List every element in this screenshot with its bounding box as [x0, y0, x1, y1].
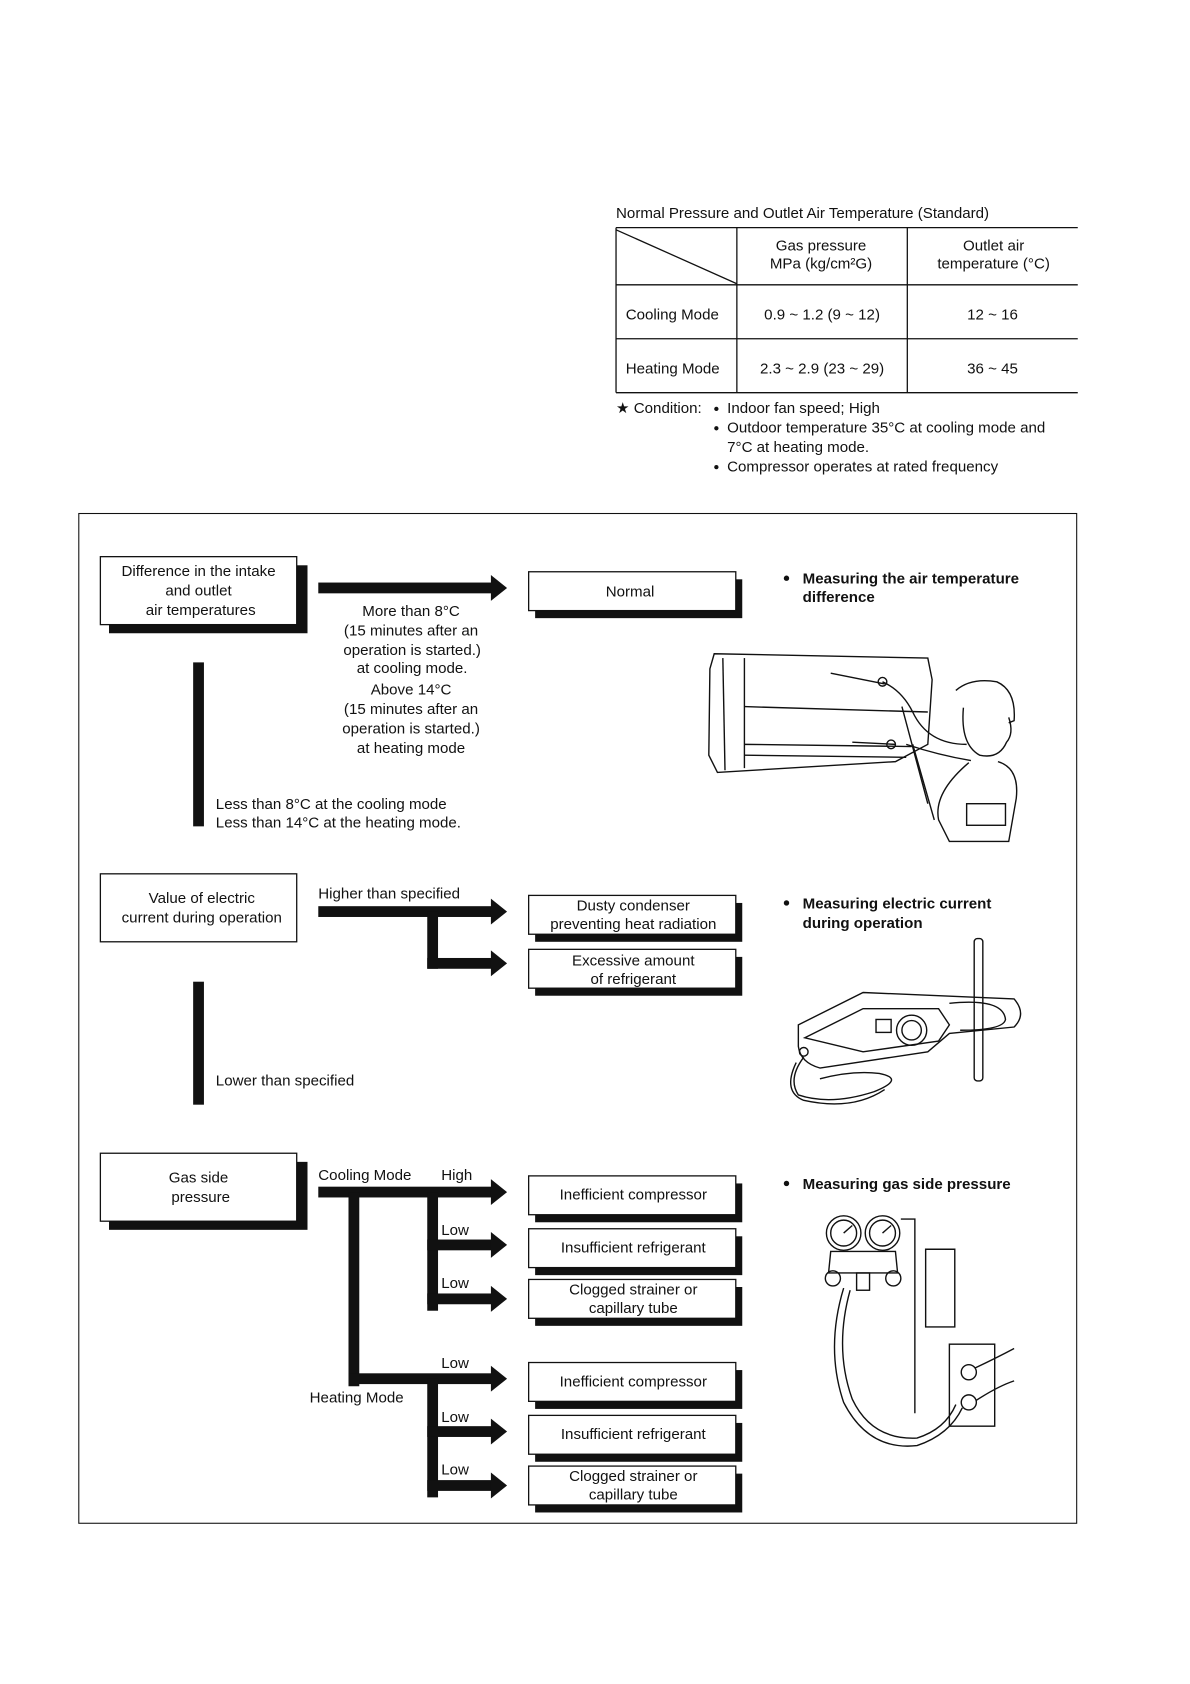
svg-text:of refrigerant: of refrigerant	[591, 971, 677, 988]
result-normal: Normal	[606, 584, 655, 601]
svg-text:capillary tube: capillary tube	[589, 1487, 678, 1504]
condition-notes: ★ Condition: Indoor fan speed; High Outd…	[616, 400, 1045, 475]
svg-text:Above 14°C: Above 14°C	[371, 682, 452, 699]
label-higher-than-specified: Higher than specified	[318, 886, 460, 903]
svg-text:Dusty condenser: Dusty condenser	[577, 898, 690, 915]
svg-text:at heating mode: at heating mode	[357, 740, 465, 757]
down-line-1	[193, 662, 204, 827]
svg-text:Gas side: Gas side	[169, 1169, 229, 1186]
svg-text:at cooling mode.: at cooling mode.	[357, 660, 468, 677]
svg-text:operation is started.): operation is started.)	[342, 721, 480, 738]
svg-text:Less than 8°C at the cooling m: Less than 8°C at the cooling mode	[216, 796, 447, 813]
svg-text:(15 minutes after an: (15 minutes after an	[344, 701, 478, 718]
note-air-temperature: Measuring the air temperature	[803, 571, 1019, 588]
row-heating-mode: Heating Mode	[626, 360, 720, 377]
svg-text:difference: difference	[803, 589, 875, 606]
condition-item-3: Compressor operates at rated frequency	[727, 458, 998, 475]
arrow-excessive-refrigerant	[490, 950, 508, 977]
flow-gas-side-pressure: Gas side pressure Cooling Mode Heating M…	[99, 1152, 1015, 1513]
condition-item-1: Indoor fan speed; High	[727, 400, 880, 417]
svg-text:More than 8°C: More than 8°C	[362, 603, 460, 620]
svg-text:Less than 14°C at the heating: Less than 14°C at the heating mode.	[216, 814, 461, 831]
cell-heating-temp: 36 ~ 45	[967, 360, 1018, 377]
flow-electric-current: Value of electric current during operati…	[99, 873, 1022, 1105]
box-inefficient-compressor-cooling	[528, 1175, 737, 1216]
svg-text:air temperatures: air temperatures	[146, 602, 256, 619]
clamp-meter-illustration	[789, 937, 1022, 1105]
svg-text:during operation: during operation	[803, 915, 923, 932]
svg-text:Clogged strainer or: Clogged strainer or	[569, 1282, 697, 1299]
bullet-1	[714, 406, 719, 412]
label-lower-than-specified: Lower than specified	[216, 1072, 354, 1089]
table-caption: Normal Pressure and Outlet Air Temperatu…	[616, 205, 989, 222]
svg-text:Low: Low	[441, 1222, 469, 1239]
svg-text:Clogged strainer or: Clogged strainer or	[569, 1468, 697, 1485]
box-inefficient-compressor-heating	[528, 1361, 737, 1403]
condition-item-2: Outdoor temperature 35°C at cooling mode…	[727, 420, 1045, 437]
cell-heating-pressure: 2.3 ~ 2.9 (23 ~ 29)	[760, 360, 884, 377]
box-normal	[528, 571, 737, 612]
col-header-temp-line1: Outlet air	[963, 237, 1024, 254]
col-header-pressure-line1: Gas pressure	[776, 237, 867, 254]
box-clogged-strainer-cooling	[528, 1278, 737, 1319]
svg-text:Insufficient refrigerant: Insufficient refrigerant	[561, 1426, 707, 1443]
box-dusty-condenser	[528, 894, 737, 935]
cell-cooling-temp: 12 ~ 16	[967, 306, 1018, 323]
svg-text:Excessive amount: Excessive amount	[572, 953, 695, 970]
arrow-dusty-condenser	[490, 898, 508, 925]
diagonal-header-line	[615, 229, 738, 285]
pressure-temperature-table: Normal Pressure and Outlet Air Temperatu…	[615, 205, 1078, 394]
label-high: High	[441, 1167, 472, 1184]
svg-text:Low: Low	[441, 1462, 469, 1479]
condition-item-2b: 7°C at heating mode.	[727, 439, 869, 456]
svg-text:Low: Low	[441, 1409, 469, 1426]
svg-text:Inefficient compressor: Inefficient compressor	[560, 1187, 707, 1204]
cell-cooling-pressure: 0.9 ~ 1.2 (9 ~ 12)	[764, 306, 880, 323]
box-electric-current	[99, 873, 298, 943]
svg-text:Difference in the intake: Difference in the intake	[121, 563, 275, 580]
svg-text:capillary tube: capillary tube	[589, 1300, 678, 1317]
label-cooling-mode: Cooling Mode	[318, 1167, 411, 1184]
gauge-manifold-illustration	[824, 1215, 1015, 1447]
box-insufficient-refrigerant-heating	[528, 1414, 737, 1455]
flow-temperature-difference: Difference in the intake and outlet air …	[99, 556, 1019, 843]
bullet-3	[714, 464, 719, 470]
svg-text:Low: Low	[441, 1355, 469, 1372]
indoor-unit-measurement-illustration	[708, 653, 1018, 843]
svg-text:and outlet: and outlet	[165, 582, 232, 599]
flowchart-frame	[78, 512, 1078, 1524]
bullet-2	[714, 426, 719, 431]
condition-label: ★ Condition:	[616, 400, 702, 417]
svg-text:Inefficient compressor: Inefficient compressor	[560, 1373, 707, 1390]
box-temperature-difference	[99, 556, 298, 626]
svg-text:pressure: pressure	[171, 1189, 230, 1206]
svg-text:Low: Low	[441, 1275, 469, 1292]
svg-text:(15 minutes after an: (15 minutes after an	[344, 622, 478, 639]
box-insufficient-refrigerant-cooling	[528, 1228, 737, 1269]
arrow-to-normal	[490, 574, 508, 601]
label-heating-mode: Heating Mode	[310, 1389, 404, 1406]
svg-text:Value of electric: Value of electric	[149, 890, 256, 907]
svg-text:operation is started.): operation is started.)	[343, 642, 481, 659]
row-cooling-mode: Cooling Mode	[626, 306, 719, 323]
svg-text:Insufficient refrigerant: Insufficient refrigerant	[561, 1239, 707, 1256]
note-electric-current: Measuring electric current	[803, 895, 992, 912]
box-excessive-refrigerant	[528, 948, 737, 989]
svg-text:preventing heat radiation: preventing heat radiation	[550, 916, 716, 933]
col-header-pressure-line2: MPa (kg/cm²G)	[770, 256, 872, 273]
col-header-temp-line2: temperature (°C)	[937, 256, 1050, 273]
svg-text:current during operation: current during operation	[122, 909, 282, 926]
down-line-2	[193, 981, 204, 1105]
box-clogged-strainer-heating	[528, 1465, 737, 1506]
box-gas-side-pressure	[99, 1152, 298, 1222]
note-gas-side-pressure: Measuring gas side pressure	[803, 1176, 1011, 1193]
